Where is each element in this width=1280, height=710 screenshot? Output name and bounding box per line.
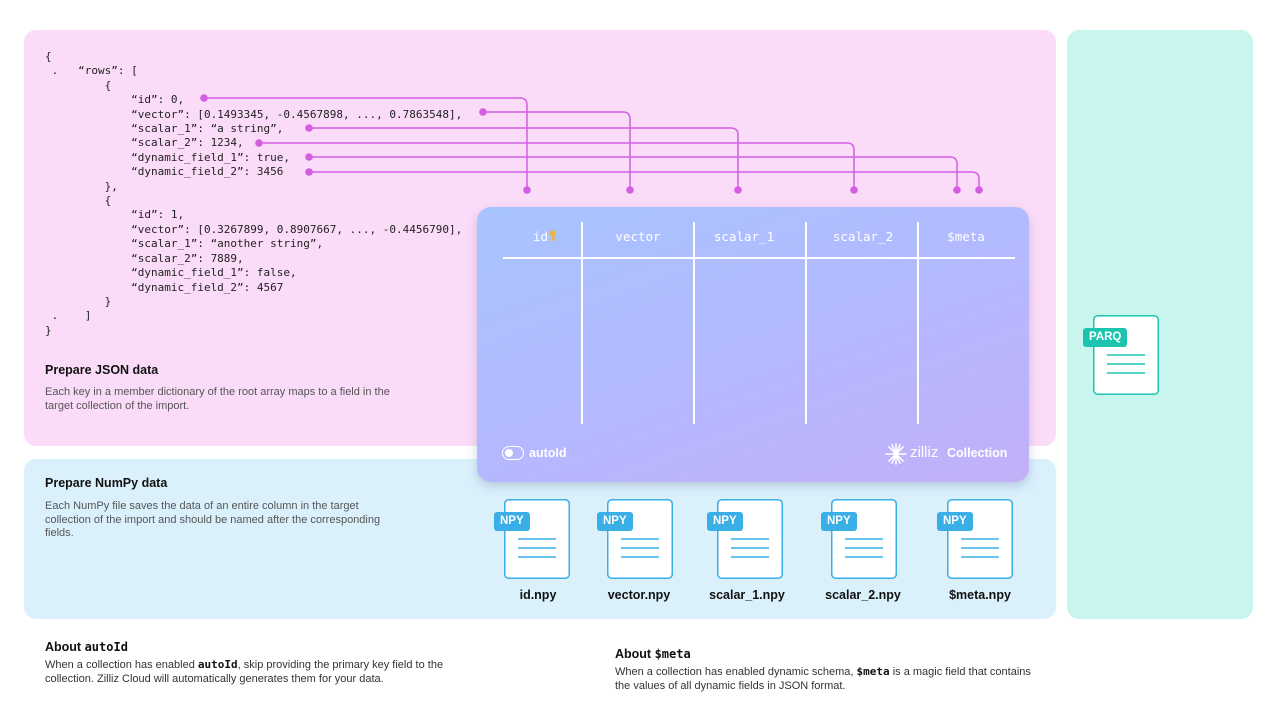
autoid-note-code: autoId bbox=[197, 658, 238, 671]
autoid-toggle[interactable] bbox=[502, 446, 524, 460]
json-code-block: { . “rows”: [ { “id”: 0, “vector”: [0.14… bbox=[45, 50, 463, 337]
autoid-note-title: About autoId bbox=[45, 640, 128, 654]
meta-note-title: About $meta bbox=[615, 647, 691, 661]
key-icon bbox=[550, 230, 557, 242]
parquet-file-icon: PARQ bbox=[1083, 315, 1159, 395]
column-header-scalar-2: scalar_2 bbox=[832, 229, 894, 244]
npy-file-icon-id: NPY bbox=[494, 499, 570, 579]
npy-file-icon-scalar-1: NPY bbox=[707, 499, 783, 579]
column-divider bbox=[917, 222, 919, 424]
column-divider bbox=[805, 222, 807, 424]
npy-file-icon-vector: NPY bbox=[597, 499, 673, 579]
npy-file-icon-scalar-2: NPY bbox=[821, 499, 897, 579]
npy-badge: NPY bbox=[821, 512, 857, 531]
autoid-note-text: When a collection has enabled autoId, sk… bbox=[45, 658, 444, 685]
npy-badge: NPY bbox=[597, 512, 633, 531]
collection-label: Collection bbox=[947, 446, 1008, 460]
json-section-title: Prepare JSON data bbox=[45, 363, 159, 377]
toggle-knob bbox=[505, 449, 513, 457]
parquet-badge: PARQ bbox=[1083, 328, 1128, 347]
column-header-id: id bbox=[489, 229, 601, 244]
npy-file-name: scalar_2.npy bbox=[825, 588, 901, 602]
autoid-note-title-code: autoId bbox=[84, 640, 128, 654]
npy-file-name: $meta.npy bbox=[949, 588, 1011, 602]
column-divider bbox=[693, 222, 695, 424]
npy-badge: NPY bbox=[937, 512, 973, 531]
meta-note-text: When a collection has enabled dynamic sc… bbox=[615, 665, 1031, 692]
column-header-vector: vector bbox=[615, 229, 661, 244]
column-divider bbox=[581, 222, 583, 424]
npy-file-icon-meta: NPY bbox=[937, 499, 1013, 579]
npy-badge: NPY bbox=[707, 512, 743, 531]
table-header-divider bbox=[503, 257, 1015, 259]
npy-file-name: vector.npy bbox=[607, 588, 671, 602]
numpy-section-description: Each NumPy file saves the data of an ent… bbox=[45, 500, 381, 540]
meta-note-title-code: $meta bbox=[654, 647, 691, 661]
autoid-label: autoId bbox=[529, 446, 567, 460]
zilliz-logo-icon bbox=[885, 443, 907, 465]
numpy-section-title: Prepare NumPy data bbox=[45, 476, 168, 490]
meta-note-code: $meta bbox=[856, 665, 890, 678]
collection-card: id vector scalar_1 scalar_2 $meta autoId… bbox=[477, 207, 1029, 482]
column-header-meta: $meta bbox=[947, 229, 985, 244]
npy-badge: NPY bbox=[494, 512, 530, 531]
column-header-scalar-1: scalar_1 bbox=[713, 229, 775, 244]
json-section-description: Each key in a member dictionary of the r… bbox=[45, 386, 390, 412]
npy-file-name: id.npy bbox=[519, 588, 557, 602]
zilliz-wordmark: zilliz bbox=[910, 444, 939, 461]
npy-file-name: scalar_1.npy bbox=[709, 588, 785, 602]
